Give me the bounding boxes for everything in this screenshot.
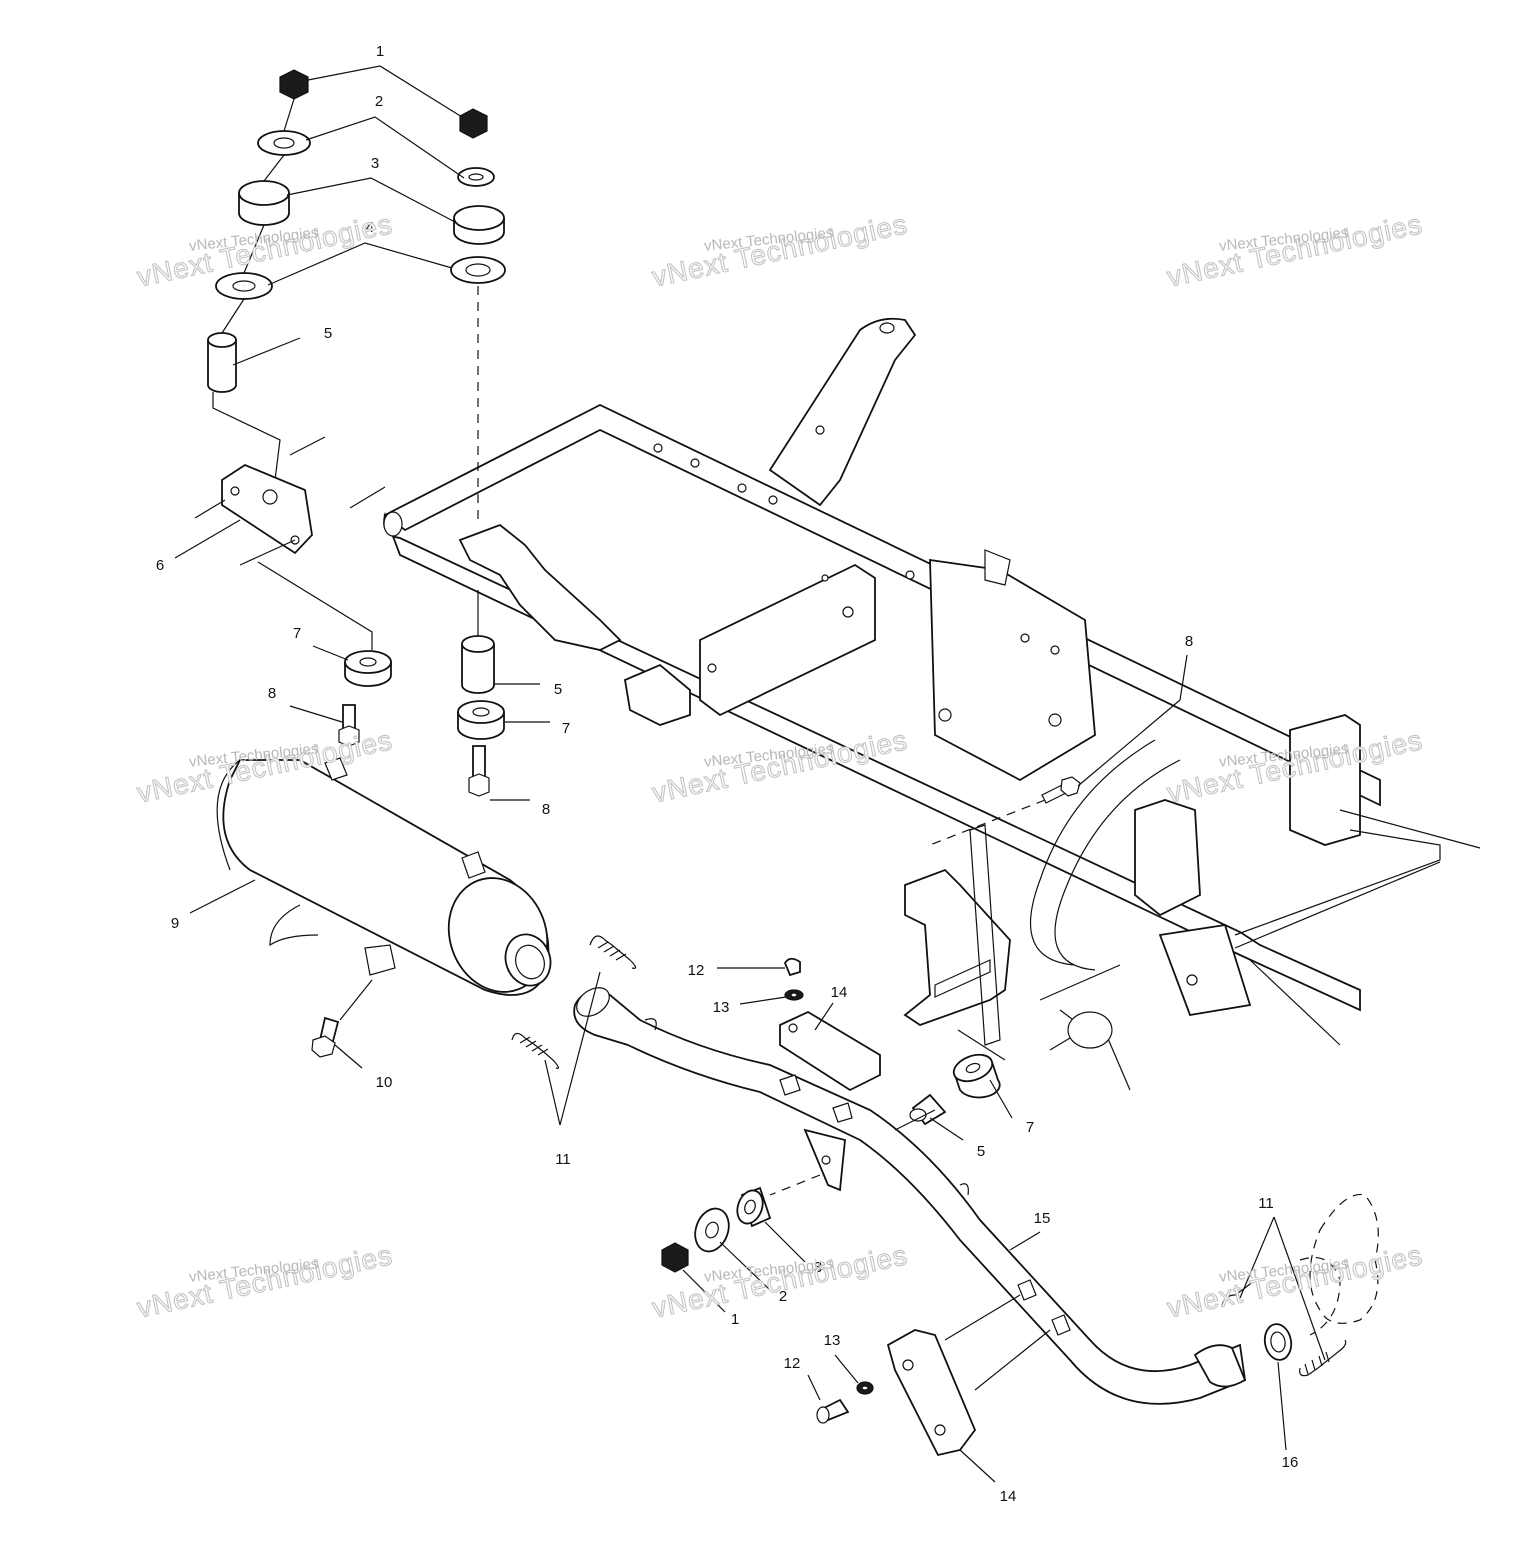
frame-upright-hole: [879, 322, 895, 334]
frame-side-post: [969, 824, 1001, 1046]
callout-c12-bottom: 12: [784, 1355, 801, 1372]
callout-c8-mid: 8: [542, 801, 550, 818]
frame-rear-upright: [1289, 714, 1361, 846]
center-mount-stack: [450, 108, 506, 797]
callout-c2-top: 2: [375, 93, 383, 110]
callout-c1-top: 1: [376, 43, 384, 60]
bracket-top-icon: [779, 1010, 881, 1092]
callout-c16: 16: [1282, 1454, 1299, 1471]
spring-right-icon: [1299, 1339, 1347, 1377]
watermark-outline-text: vNext Technologies: [134, 1239, 395, 1323]
callout-c5-mid: 5: [554, 681, 562, 698]
bolt-12-top: [783, 957, 801, 977]
callout-c14-top: 14: [831, 984, 848, 1001]
frame-upright-post: [768, 317, 917, 507]
callout-c11-left: 11: [555, 1151, 571, 1168]
muffler-mount-tab: [324, 757, 348, 781]
frame-center-bracket: [929, 558, 1096, 782]
mount-plate: [194, 436, 386, 650]
callout-c8-left: 8: [268, 685, 276, 702]
frame-holes: [653, 425, 1198, 986]
callout-c7-mid: 7: [562, 720, 570, 737]
pipe-hooks: [644, 1018, 969, 1196]
callout-c10: 10: [376, 1074, 393, 1091]
pipe-bracket-top: [779, 957, 881, 1123]
watermark-outline-text: vNext Technologies: [1164, 208, 1425, 292]
springs: [511, 935, 1347, 1377]
lock-nut-icon-bottom: [661, 1242, 689, 1273]
callout-c13-bottom: 13: [824, 1332, 841, 1349]
callout-c15: 15: [1034, 1210, 1051, 1227]
callout-c3-top: 3: [371, 155, 379, 172]
outlet-gasket: [1263, 1193, 1379, 1361]
frame-cross-member: [699, 563, 876, 717]
callout-c9: 9: [171, 915, 179, 932]
mount-plate-leaders: [194, 436, 373, 650]
callout-c1-bottom: 1: [731, 1311, 739, 1328]
bottom-hardware: [661, 1186, 772, 1273]
spring-left-icon: [511, 1032, 559, 1069]
frame-rear-rails: [1234, 809, 1481, 1046]
spring-top-icon: [589, 935, 637, 969]
bolt-12-bottom: [816, 1406, 830, 1424]
left-mount-stack: [207, 69, 311, 521]
callout-c8-right: 8: [1185, 633, 1193, 650]
callout-c11-right: 11: [1258, 1195, 1274, 1212]
exhaust-pipe-outlet: [1193, 1344, 1247, 1388]
muffler-bolt-head: [311, 1035, 336, 1058]
frame-tab-lower: [623, 663, 691, 726]
frame-stand-hub: [1067, 1011, 1113, 1049]
frame-bracket-slot: [934, 959, 991, 998]
frame-curved-tube: [1029, 739, 1181, 971]
bolt-head-left: [338, 725, 360, 747]
callout-c5-left: 5: [324, 325, 332, 342]
watermark-outline-text: vNext Technologies: [649, 208, 910, 292]
left-grommet-bolt: [338, 650, 392, 747]
callout-c12-top: 12: [688, 962, 705, 979]
callout-c3-bottom: 3: [814, 1259, 822, 1276]
vehicle-frame: [383, 317, 1481, 1091]
lock-nut-icon: [279, 69, 309, 100]
frame-rear-bracket: [1134, 799, 1201, 917]
right-bolt: [929, 776, 1081, 846]
bracket-bottom-icon: [886, 1329, 977, 1457]
exhaust-pipe: [573, 987, 1247, 1405]
callout-c4-top: 4: [366, 219, 374, 236]
callout-c7-right: 7: [1026, 1119, 1034, 1136]
mount-plate-hint: [349, 486, 386, 509]
pipe-bracket-bottom: [816, 1294, 1051, 1457]
callout-c2-bottom: 2: [779, 1288, 787, 1305]
callout-c6: 6: [156, 557, 164, 574]
callout-c7-left: 7: [293, 625, 301, 642]
left-stack-axis: [212, 98, 295, 521]
mount-plate-icon: [221, 463, 313, 555]
callout-c14-bottom: 14: [1000, 1488, 1017, 1505]
frame-front-mount: [458, 523, 622, 651]
frame-side-bracket: [903, 868, 1011, 1026]
frame-rail-end: [383, 511, 403, 537]
watermark-outline-text: vNext Technologies: [1164, 1239, 1425, 1323]
spark-arrestor-ghost: [1309, 1193, 1379, 1324]
frame-tab-top: [984, 549, 1011, 586]
muffler: [216, 757, 552, 1058]
leader-lines: [174, 65, 1326, 1483]
frame-lower-bracket: [1158, 923, 1252, 1017]
lock-nut-icon-center: [459, 108, 488, 139]
callout-c5-right: 5: [977, 1143, 985, 1160]
right-grommet-spacer: [894, 1029, 1006, 1131]
spacer-sleeve-icon: [207, 340, 237, 393]
frame-top-rail: [383, 403, 1381, 807]
callout-c13-top: 13: [713, 999, 730, 1016]
